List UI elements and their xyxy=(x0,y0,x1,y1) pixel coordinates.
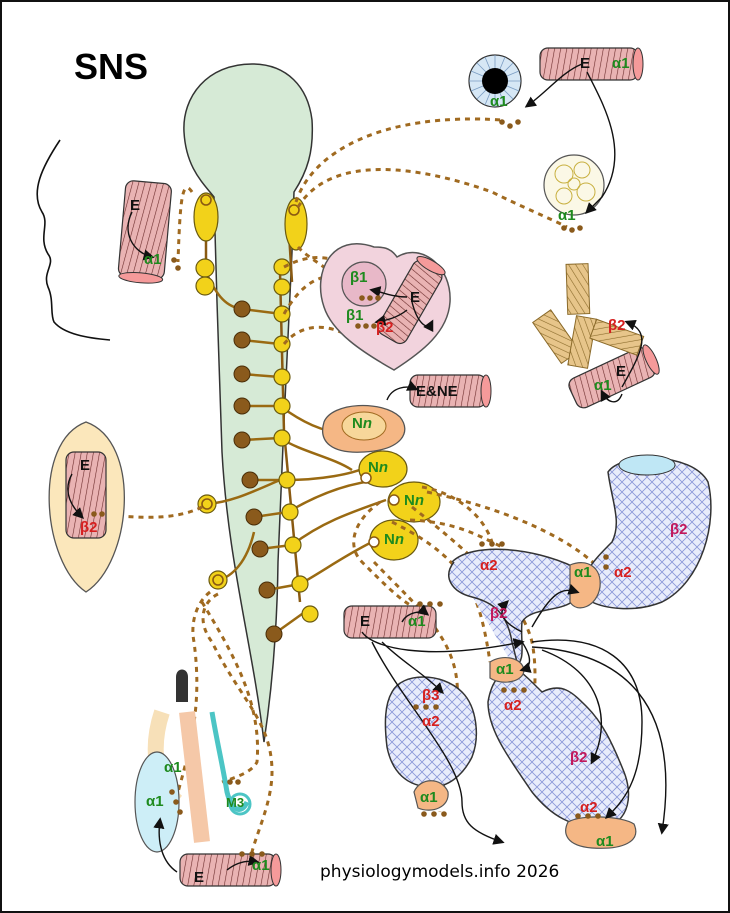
vessel-E-label: E xyxy=(360,613,371,630)
eye-receptor-label: α1 xyxy=(490,93,508,110)
ganglion3-label: Nn xyxy=(384,531,405,548)
face-profile xyxy=(36,139,111,341)
lung-receptor-label: α1 xyxy=(594,377,612,394)
gi-a2-mid-label: α2 xyxy=(504,697,522,714)
eye-muscle-E-label: E xyxy=(580,55,591,72)
adrenal-output-label: E&NE xyxy=(416,383,458,400)
kidney-b3-label: β3 xyxy=(422,687,440,704)
vessel-receptor-label: α1 xyxy=(408,613,426,630)
gi-b2-right-label: β2 xyxy=(570,749,588,766)
heart-b2-label: β2 xyxy=(376,319,394,336)
kidney-a1-label: α1 xyxy=(420,789,438,806)
kidney xyxy=(384,676,478,788)
gland-receptor-label: α1 xyxy=(558,207,576,224)
stomach xyxy=(582,454,712,610)
sphincter-bodies xyxy=(413,562,637,849)
ganglion1-label: Nn xyxy=(368,459,389,476)
bladder-upper-receptor-label: α1 xyxy=(164,759,182,776)
face-receptor-label: α1 xyxy=(144,251,162,268)
gi-a2-top-label: α2 xyxy=(480,557,498,574)
lung-vessel xyxy=(568,344,660,409)
diagram-title: SNS xyxy=(74,46,149,87)
gi-b2-left-label: β2 xyxy=(490,605,508,622)
smooth-muscle-eye xyxy=(539,47,644,81)
bladder-receptor-label: α1 xyxy=(146,793,164,810)
ganglion2-label: Nn xyxy=(404,492,425,509)
leg-E-label: E xyxy=(80,457,91,474)
adrenal-output-vessel xyxy=(409,374,492,408)
gland-acinus xyxy=(543,154,605,216)
adrenal-ganglion-label: Nn xyxy=(352,415,373,432)
leg-receptor-label: β2 xyxy=(80,519,98,536)
bronchial-tree xyxy=(532,263,645,369)
smooth-muscle-face xyxy=(117,180,172,284)
prevertebral-ganglia xyxy=(358,450,441,561)
stomach-receptor-label: β2 xyxy=(670,521,688,538)
effect-arrows xyxy=(67,63,669,873)
face-E-label: E xyxy=(130,197,141,214)
gi-a1-mid-label: α1 xyxy=(496,661,514,678)
eye-muscle-receptor-label: α1 xyxy=(612,55,630,72)
gi-a1-low-label: α1 xyxy=(596,833,614,850)
gi-a1-upper-label: α1 xyxy=(574,564,592,581)
bottom-vessel-E-label: E xyxy=(194,869,205,886)
lung-b2-label: β2 xyxy=(608,317,626,334)
receptor-dots xyxy=(91,119,609,857)
bladder-M3-label: M3 xyxy=(226,795,245,810)
lung-E-label: E xyxy=(616,363,627,380)
heart-b1-label: β1 xyxy=(346,307,364,324)
preganglionic-neurons xyxy=(233,300,283,643)
credit-text: physiologymodels.info 2026 xyxy=(320,862,560,882)
heart-b1-top-label: β1 xyxy=(350,269,368,286)
gi-a2-upper-right-label: α2 xyxy=(614,564,632,581)
adrenal-gland xyxy=(322,404,406,453)
kidney-a2-label: α2 xyxy=(422,713,440,730)
gi-a2-low-label: α2 xyxy=(580,799,598,816)
gi-vessel xyxy=(343,605,437,639)
heart xyxy=(319,243,451,371)
eye-iris xyxy=(468,54,522,108)
bladder xyxy=(134,669,252,853)
heart-E-label: E xyxy=(410,289,421,306)
bottom-vessel-receptor-label: α1 xyxy=(252,857,270,874)
